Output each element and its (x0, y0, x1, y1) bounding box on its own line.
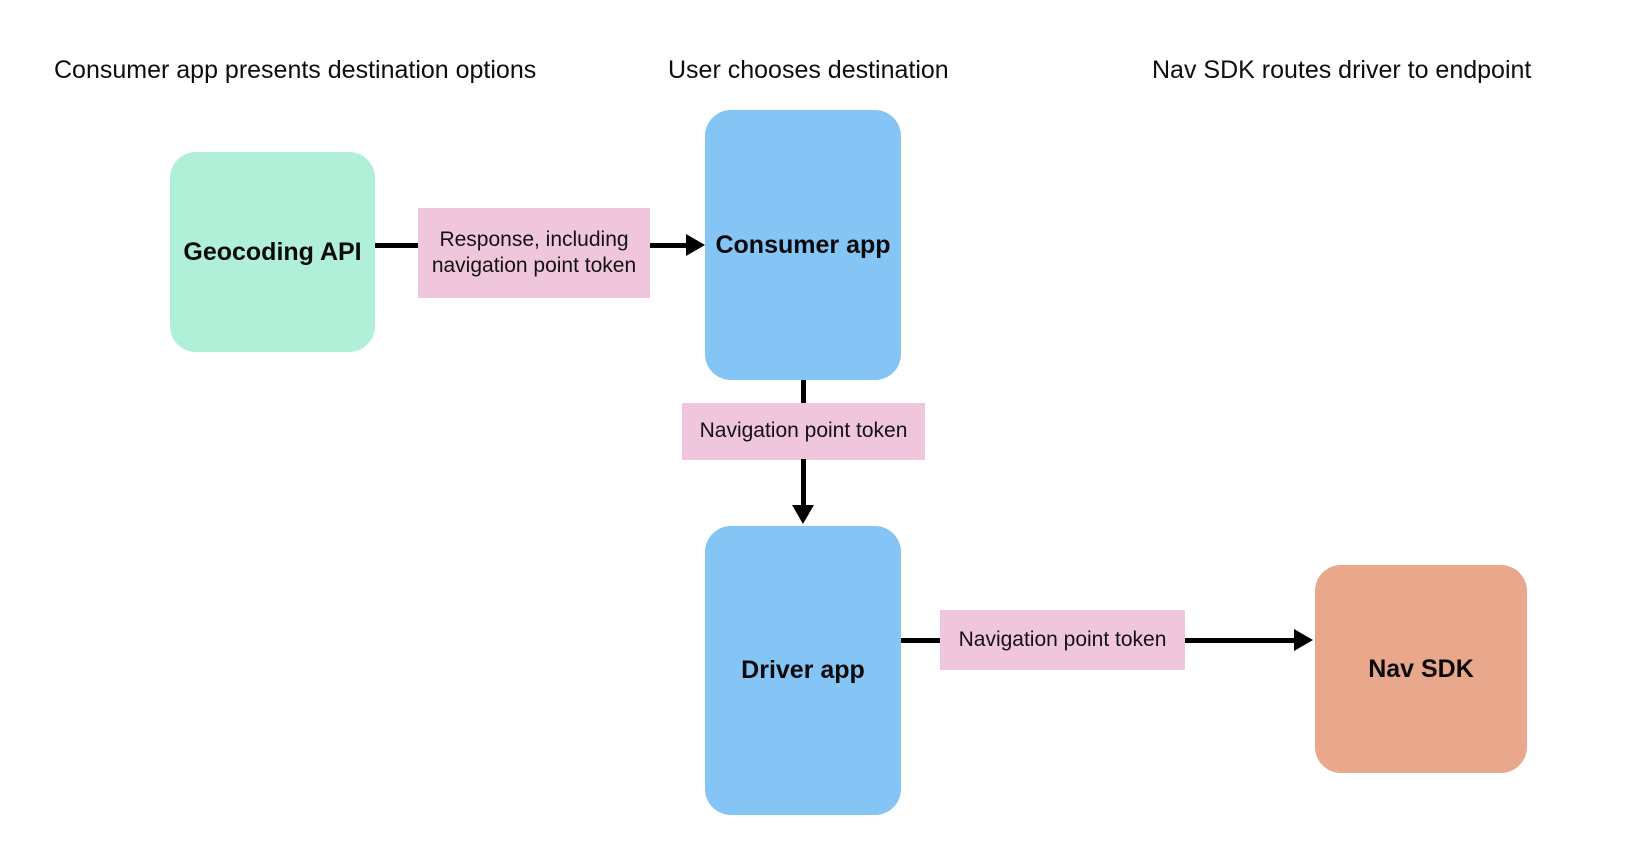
column-header-consumer-app-presents-destination-options: Consumer app presents destination option… (54, 56, 537, 84)
node-consumer-app: Consumer app (705, 110, 901, 380)
connector-driver-app-to-label (901, 638, 940, 643)
node-nav-sdk: Nav SDK (1315, 565, 1527, 773)
edge-label-response-including-navigation-point-token: Response, including navigation point tok… (418, 208, 650, 298)
connector-label-to-consumer-app (650, 243, 690, 248)
node-geocoding-api: Geocoding API (170, 152, 375, 352)
node-driver-app: Driver app (705, 526, 901, 815)
connector-geocoding-to-label (375, 243, 418, 248)
arrowhead-into-nav-sdk-icon (1294, 629, 1313, 651)
connector-consumer-app-to-label (801, 380, 806, 405)
arrowhead-into-consumer-app-icon (686, 234, 705, 256)
column-header-user-chooses-destination: User chooses destination (668, 56, 949, 84)
edge-label-navigation-point-token-horizontal: Navigation point token (940, 610, 1185, 670)
edge-label-navigation-point-token-vertical: Navigation point token (682, 403, 925, 460)
arrowhead-into-driver-app-icon (792, 505, 814, 524)
connector-label-to-nav-sdk (1185, 638, 1297, 643)
column-header-nav-sdk-routes-driver-to-endpoint: Nav SDK routes driver to endpoint (1152, 56, 1532, 84)
connector-label-to-driver-app (801, 459, 806, 509)
